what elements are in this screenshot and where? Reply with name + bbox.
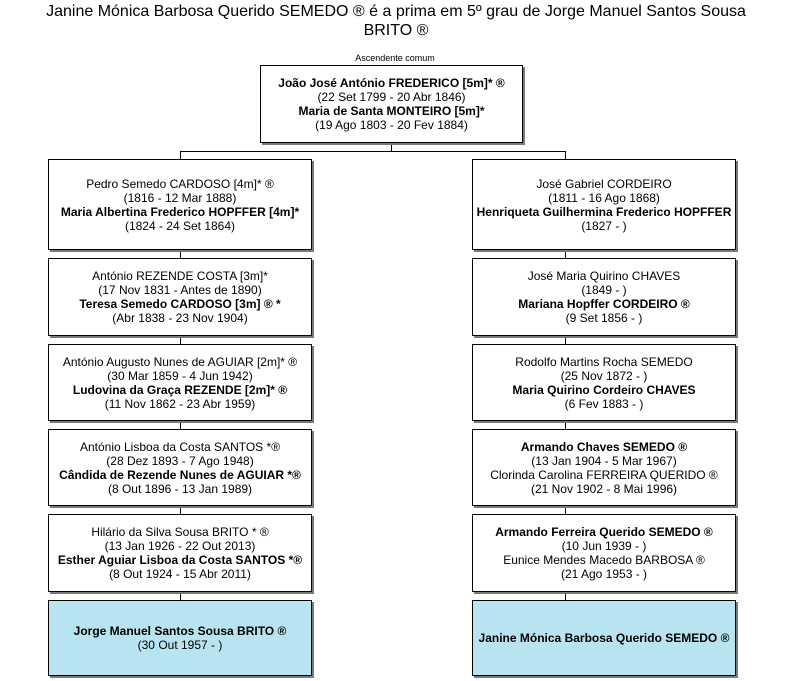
right-link-5 xyxy=(565,592,566,600)
common-ancestor-box[interactable]: João José António FREDERICO [5m]* ® (22 … xyxy=(260,65,523,143)
person-dates: (25 Nov 1872 - ) xyxy=(560,368,648,383)
left-couple-box[interactable]: Pedro Semedo CARDOSO [4m]* ® (1816 - 12 … xyxy=(48,159,312,250)
person-dates: (13 Jan 1926 - 22 Out 2013) xyxy=(104,539,256,553)
person-dates: (Abr 1838 - 23 Nov 1904) xyxy=(112,311,248,325)
right-link-4 xyxy=(565,506,566,514)
title-line-2: BRITO ® xyxy=(363,22,429,39)
person-box-jorge[interactable]: Jorge Manuel Santos Sousa BRITO ® (30 Ou… xyxy=(48,600,312,676)
person-dates: (6 Fev 1883 - ) xyxy=(564,396,644,411)
person-name: António Lisboa da Costa SANTOS *® xyxy=(79,439,281,454)
person-name: Armando Chaves SEMEDO ® xyxy=(520,439,688,454)
person-name: Rodolfo Martins Rocha SEMEDO xyxy=(515,354,693,369)
person-dates: (22 Set 1799 - 20 Abr 1846) xyxy=(317,90,466,104)
left-couple-box[interactable]: António Lisboa da Costa SANTOS *® (28 De… xyxy=(48,429,312,506)
person-name: Esther Aguiar Lisboa da Costa SANTOS *® xyxy=(57,553,303,567)
person-dates: (1824 - 24 Set 1864) xyxy=(124,218,236,233)
person-name: Maria Albertina Frederico HOPFFER [4m]* xyxy=(60,204,300,219)
left-link-1 xyxy=(180,250,181,258)
left-link-2 xyxy=(180,336,181,344)
person-dates: (28 Dez 1893 - 7 Ago 1948) xyxy=(106,453,254,468)
right-couple-box[interactable]: Rodolfo Martins Rocha SEMEDO (25 Nov 187… xyxy=(472,344,736,421)
person-box-janine[interactable]: Janine Mónica Barbosa Querido SEMEDO ® xyxy=(472,600,736,676)
person-dates: (21 Nov 1902 - 8 Mai 1996) xyxy=(530,481,678,496)
person-name: Cândida de Rezende Nunes de AGUIAR *® xyxy=(59,467,301,482)
left-link-4 xyxy=(180,506,181,514)
person-name: Jorge Manuel Santos Sousa BRITO ® xyxy=(73,624,287,638)
person-name: Eunice Mendes Macedo BARBOSA ® xyxy=(503,553,705,567)
person-name: António REZENDE COSTA [3m]* xyxy=(92,269,268,283)
person-dates: (10 Jun 1939 - ) xyxy=(561,539,647,553)
common-ancestor-label: Ascendente comum xyxy=(355,53,435,63)
person-name: Henriqueta Guilhermina Frederico HOPFFER xyxy=(476,204,732,219)
right-link-1 xyxy=(565,250,566,258)
person-dates: (21 Ago 1953 - ) xyxy=(560,567,648,581)
person-dates: (9 Set 1856 - ) xyxy=(565,311,643,325)
left-couple-box[interactable]: António REZENDE COSTA [3m]* (17 Nov 1831… xyxy=(48,258,312,336)
person-name: Pedro Semedo CARDOSO [4m]* ® xyxy=(86,176,274,191)
person-dates: (13 Jan 1904 - 5 Mar 1967) xyxy=(531,453,677,468)
left-link-5 xyxy=(180,592,181,600)
person-name: Hilário da Silva Sousa BRITO * ® xyxy=(91,525,269,539)
left-couple-box[interactable]: Hilário da Silva Sousa BRITO * ® (13 Jan… xyxy=(48,514,312,592)
person-dates: (1816 - 12 Mar 1888) xyxy=(123,190,237,205)
person-dates: (11 Nov 1862 - 23 Abr 1959) xyxy=(104,396,256,411)
person-name: José Maria Quirino CHAVES xyxy=(527,269,681,283)
person-dates: (1827 - ) xyxy=(581,218,627,233)
person-name: Maria de Santa MONTEIRO [5m]* xyxy=(298,104,485,118)
right-couple-box[interactable]: José Maria Quirino CHAVES (1849 - ) Mari… xyxy=(472,258,736,336)
person-dates: (8 Out 1924 - 15 Abr 2011) xyxy=(109,567,251,581)
left-branch-line xyxy=(180,151,181,159)
person-name: João José António FREDERICO [5m]* ® xyxy=(278,76,505,90)
person-name: Armando Ferreira Querido SEMEDO ® xyxy=(495,525,713,539)
person-dates: (30 Out 1957 - ) xyxy=(137,638,223,652)
root-down-line xyxy=(391,143,392,151)
page-title: Janine Mónica Barbosa Querido SEMEDO ® é… xyxy=(0,2,792,40)
branch-line xyxy=(180,151,565,152)
right-couple-box[interactable]: Armando Ferreira Querido SEMEDO ® (10 Ju… xyxy=(472,514,736,592)
left-link-3 xyxy=(180,421,181,429)
person-name: Ludovina da Graça REZENDE [2m]* ® xyxy=(72,382,288,397)
person-dates: (30 Mar 1859 - 4 Jun 1942) xyxy=(107,368,253,383)
person-dates: (1849 - ) xyxy=(581,283,627,297)
person-name: Maria Quirino Cordeiro CHAVES xyxy=(512,382,696,397)
person-dates: (8 Out 1896 - 13 Jan 1989) xyxy=(107,481,253,496)
right-couple-box[interactable]: Armando Chaves SEMEDO ® (13 Jan 1904 - 5… xyxy=(472,429,736,506)
person-name: Janine Mónica Barbosa Querido SEMEDO ® xyxy=(478,631,730,645)
right-link-3 xyxy=(565,421,566,429)
person-dates: (1811 - 16 Ago 1868) xyxy=(548,190,660,205)
person-name: Teresa Semedo CARDOSO [3m] ® * xyxy=(79,297,281,311)
left-couple-box[interactable]: António Augusto Nunes de AGUIAR [2m]* ® … xyxy=(48,344,312,421)
person-name: António Augusto Nunes de AGUIAR [2m]* ® xyxy=(62,354,298,369)
person-name: Mariana Hopffer CORDEIRO ® xyxy=(518,297,690,311)
person-dates: (17 Nov 1831 - Antes de 1890) xyxy=(98,283,262,297)
person-name: José Gabriel CORDEIRO xyxy=(536,176,672,191)
title-line-1: Janine Mónica Barbosa Querido SEMEDO ® é… xyxy=(46,3,746,20)
right-couple-box[interactable]: José Gabriel CORDEIRO (1811 - 16 Ago 186… xyxy=(472,159,736,250)
person-name: Clorinda Carolina FERREIRA QUERIDO ® xyxy=(490,467,718,482)
right-link-2 xyxy=(565,336,566,344)
right-branch-line xyxy=(565,151,566,159)
person-dates: (19 Ago 1803 - 20 Fev 1884) xyxy=(315,118,468,132)
